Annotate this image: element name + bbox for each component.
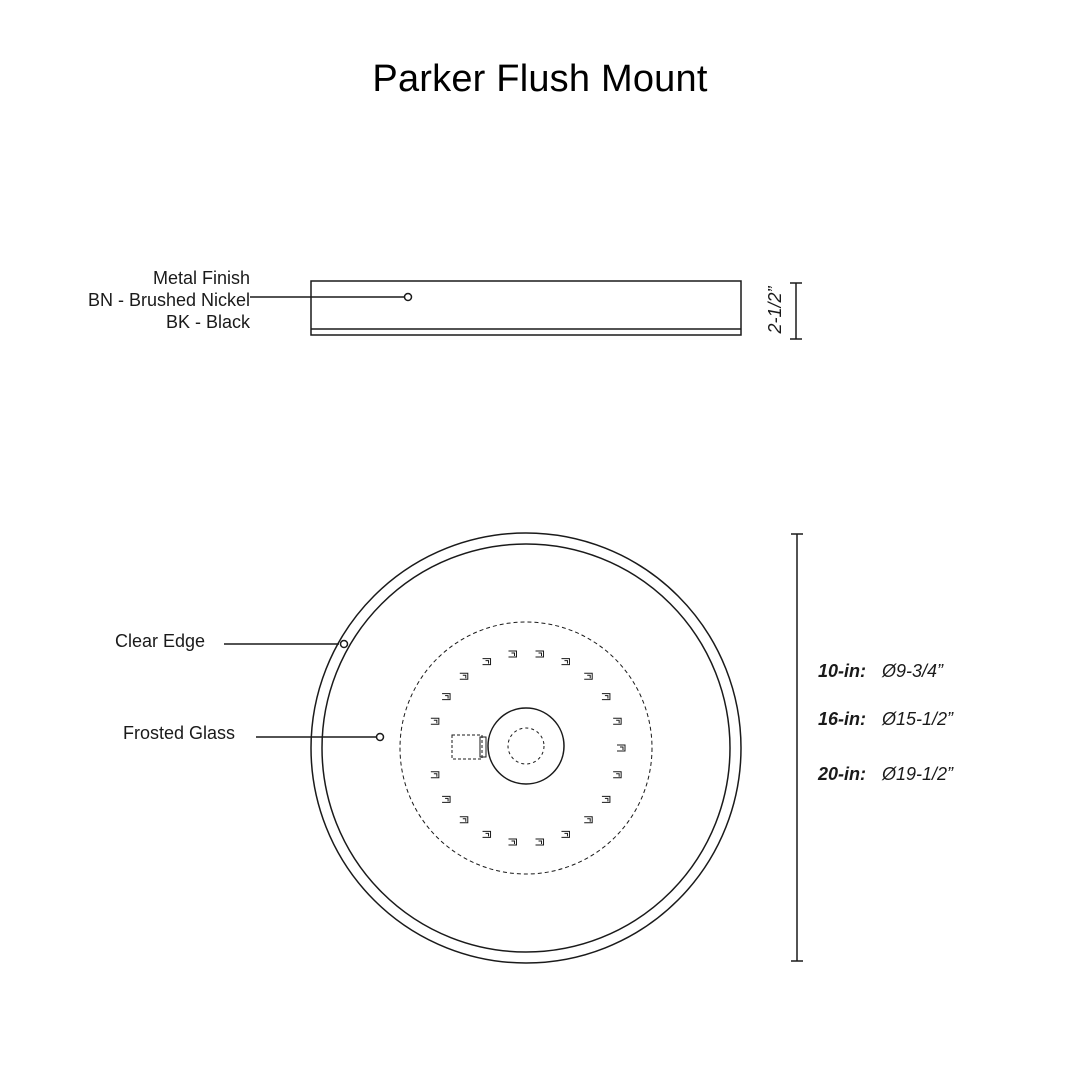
led-chip [482, 658, 492, 666]
mounting-hole [507, 727, 545, 765]
led-chip [584, 816, 593, 824]
led-chip [561, 830, 570, 838]
led-chip [430, 771, 440, 779]
led-chip [442, 795, 451, 803]
led-chip [601, 795, 611, 803]
outer-clear-edge-circle [310, 532, 742, 964]
size-20in-diameter: Ø19-1/2” [881, 764, 954, 784]
led-chip [459, 816, 469, 824]
led-chip [535, 650, 545, 658]
led-chip [601, 693, 611, 701]
frosted-glass-callout: Frosted Glass [123, 723, 235, 743]
finish-option-brushed-nickel: BN - Brushed Nickel [88, 290, 250, 310]
led-chip [442, 693, 451, 701]
led-chip [617, 744, 626, 752]
inner-frosted-glass-circle [321, 543, 731, 953]
side-view [250, 280, 802, 340]
led-chip [613, 771, 622, 779]
finish-heading: Metal Finish [153, 268, 250, 288]
size-16in-diameter: Ø15-1/2” [881, 709, 954, 729]
led-chip [430, 717, 440, 725]
size-16in-label: 16-in: [818, 709, 866, 729]
finish-leader-dot [403, 292, 413, 302]
driver-connector-tab [479, 736, 487, 758]
height-dimension-label: 2-1/2” [765, 285, 785, 334]
led-chip-ring [430, 650, 626, 846]
led-chip [508, 838, 517, 846]
size-20in-label: 20-in: [817, 764, 866, 784]
led-chip [535, 838, 545, 846]
led-chip [561, 658, 570, 666]
led-chip [482, 830, 492, 838]
fixture-side-profile [310, 280, 742, 336]
frosted-glass-leader-dot [375, 732, 385, 742]
led-chip [508, 650, 517, 658]
clear-edge-callout: Clear Edge [115, 631, 205, 651]
led-chip [613, 717, 622, 725]
led-chip [584, 672, 593, 680]
size-10in-diameter: Ø9-3/4” [881, 661, 944, 681]
size-10in-label: 10-in: [818, 661, 866, 681]
finish-option-black: BK - Black [166, 312, 251, 332]
clear-edge-leader-dot [339, 639, 349, 649]
driver-connector [451, 734, 483, 760]
led-chip [459, 672, 469, 680]
canopy-circle [487, 707, 565, 785]
top-view [224, 532, 803, 964]
led-board-outline [399, 621, 653, 875]
page-title: Parker Flush Mount [372, 58, 708, 100]
